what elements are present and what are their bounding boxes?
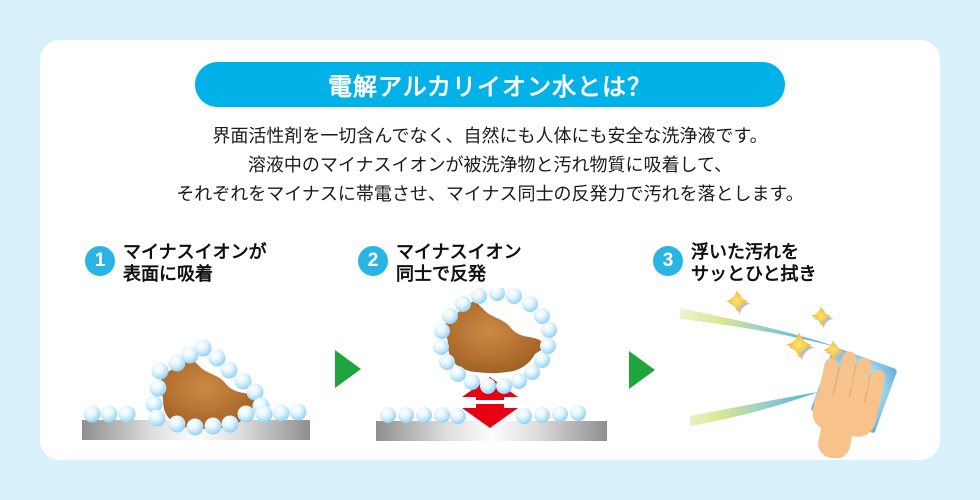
ion-bubble xyxy=(541,322,557,338)
ion-bubble xyxy=(208,349,226,367)
ion-bubble xyxy=(442,308,458,324)
swoosh-trail xyxy=(690,392,818,426)
ion-bubble xyxy=(439,354,455,370)
ion-bubble xyxy=(148,409,166,427)
ion-bubble xyxy=(511,373,527,389)
ion-bubble xyxy=(433,339,449,355)
illustration-wipe xyxy=(680,290,897,458)
ion-bubble xyxy=(534,407,550,423)
ion-bubble xyxy=(450,408,466,424)
ion-bubble xyxy=(194,339,212,357)
step-1-label: マイナスイオンが 表面に吸着 xyxy=(123,242,267,284)
ion-bubble xyxy=(221,415,239,433)
ion-bubble xyxy=(506,288,522,304)
ion-bubble xyxy=(398,407,414,423)
ion-bubble xyxy=(450,366,466,382)
step-3-number-badge: 3 xyxy=(653,246,683,276)
ion-bubble xyxy=(220,361,238,379)
illustration-ions-repel xyxy=(376,288,607,441)
ion-bubble xyxy=(524,364,540,380)
ion-bubble xyxy=(434,323,450,339)
ion-bubble xyxy=(534,352,550,368)
ion-bubble xyxy=(489,288,505,301)
ion-bubble xyxy=(255,405,273,423)
ion-bubble xyxy=(534,308,550,324)
ion-bubble xyxy=(168,415,186,433)
ion-bubble xyxy=(289,403,307,421)
ion-bubble xyxy=(496,378,512,394)
dirt-blob xyxy=(444,301,545,374)
ion-bubble xyxy=(434,407,450,423)
ion-bubble xyxy=(204,417,222,435)
step-2-label: マイナスイオン 同士で反発 xyxy=(396,242,522,284)
ion-bubble xyxy=(234,372,252,390)
page-title: 電解アルカリイオン水とは？ xyxy=(327,74,653,101)
step-3-header: 3 浮いた汚れを サッとひと拭き xyxy=(653,241,816,285)
ion-bubble xyxy=(246,383,264,401)
description-line: 溶液中のマイナスイオンが被洗浄物と汚れ物質に吸着して、 xyxy=(247,155,733,175)
ion-bubble xyxy=(455,296,471,312)
ion-bubble xyxy=(522,296,538,312)
metal-surface xyxy=(376,421,607,441)
description-line: それぞれをマイナスに帯電させ、マイナス同士の反発力で汚れを落とします。 xyxy=(176,184,804,204)
step-1-number-badge: 1 xyxy=(85,246,115,276)
ion-bubble xyxy=(237,405,255,423)
ion-bubble xyxy=(272,404,290,422)
ion-bubble xyxy=(151,362,169,380)
ion-bubble xyxy=(552,406,568,422)
description: 界面活性剤を一切含んでなく、自然にも人体にも安全な洗浄液です。 溶液中のマイナス… xyxy=(0,122,980,209)
ion-bubble xyxy=(145,395,163,413)
sparkle-icon xyxy=(726,290,748,312)
step-3-label: 浮いた汚れを サッとひと拭き xyxy=(691,242,817,284)
ion-bubble xyxy=(118,405,136,423)
sparkle-icon xyxy=(823,340,843,360)
ion-bubble xyxy=(186,418,204,436)
description-line: 界面活性剤を一切含んでなく、自然にも人体にも安全な洗浄液です。 xyxy=(212,126,768,146)
next-step-arrow-icon xyxy=(629,351,655,389)
sparkle-icon xyxy=(811,306,831,326)
ion-bubble xyxy=(83,405,101,423)
dirt-blob xyxy=(159,357,260,430)
ion-bubble xyxy=(168,354,186,372)
ion-bubble xyxy=(464,374,480,390)
step-2-number-badge: 2 xyxy=(358,246,388,276)
ion-bubble xyxy=(570,405,586,421)
ion-bubble xyxy=(181,346,199,364)
illustration-ions-adsorb xyxy=(82,339,310,440)
ion-bubble xyxy=(380,407,396,423)
ion-bubble xyxy=(480,378,496,394)
hand xyxy=(812,351,886,458)
ion-bubble xyxy=(149,379,167,397)
next-step-arrow-icon xyxy=(335,350,361,388)
ion-bubble xyxy=(416,407,432,423)
ion-bubble xyxy=(471,288,487,304)
sparkle-icon xyxy=(786,332,812,358)
step-2-header: 2 マイナスイオン 同士で反発 xyxy=(358,241,522,285)
ion-bubble xyxy=(516,408,532,424)
ion-bubble xyxy=(540,338,556,354)
ion-bubble xyxy=(100,405,118,423)
step-1-header: 1 マイナスイオンが 表面に吸着 xyxy=(85,241,267,285)
header-banner: 電解アルカリイオン水とは？ xyxy=(195,62,785,107)
